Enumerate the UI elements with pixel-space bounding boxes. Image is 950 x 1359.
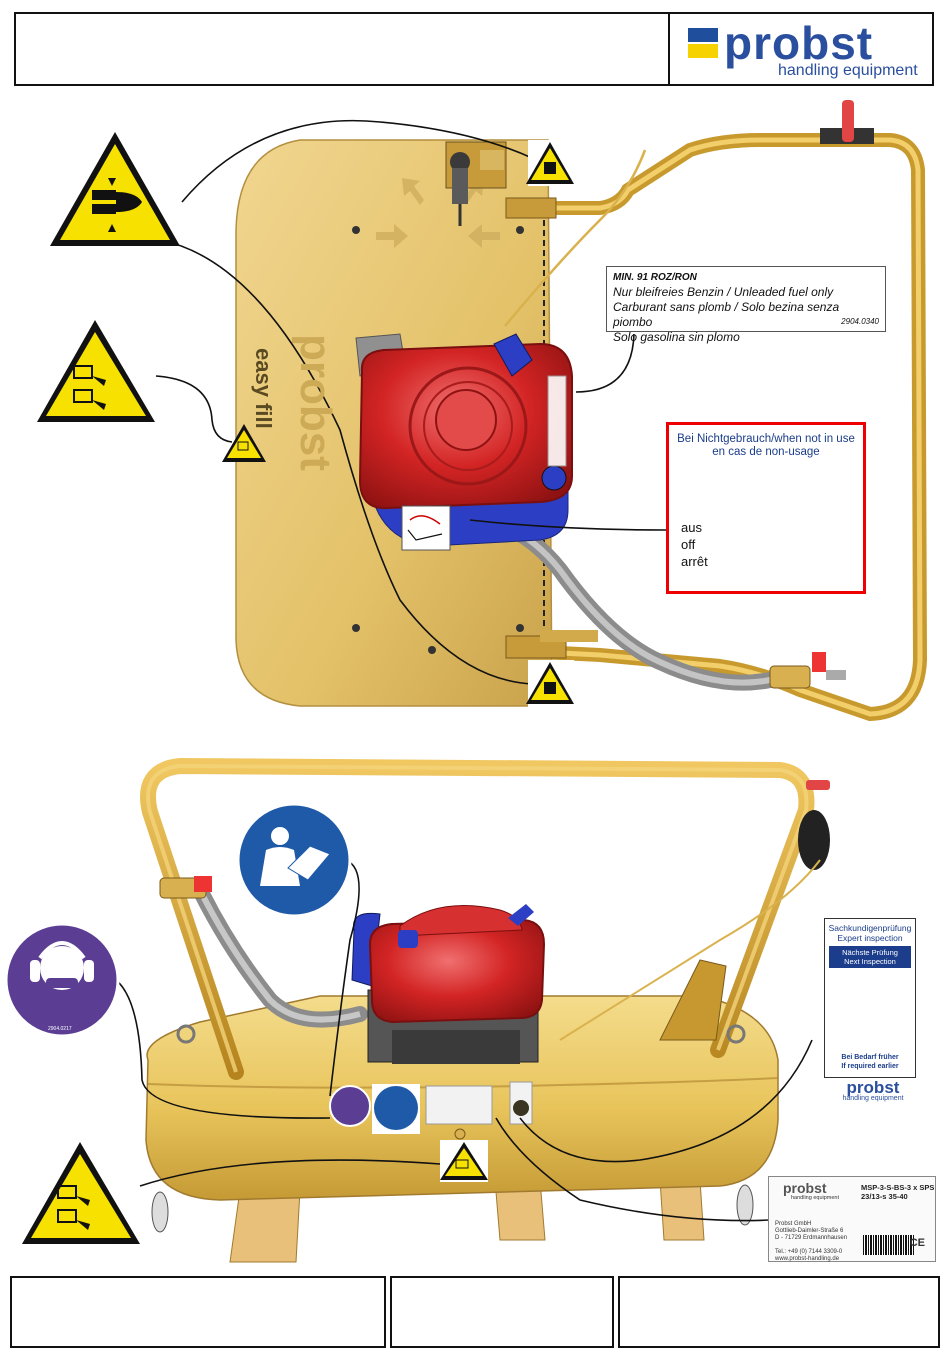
header-box: probst handling equipment — [14, 12, 934, 86]
type-plate-address: Probst GmbH Gottlieb-Daimler-Straße 6 D … — [775, 1221, 848, 1262]
footer-box-a — [10, 1276, 386, 1348]
read-manual-icon — [236, 802, 352, 918]
header-divider — [668, 14, 670, 84]
barcode — [863, 1235, 915, 1255]
perspective-view — [140, 757, 830, 1263]
type-plate-model: MSP-3-S-BS-3 x SPS 23/13-s 35-40 — [861, 1183, 935, 1201]
type-plate: probst handling equipment MSP-3-S-BS-3 x… — [768, 1176, 936, 1262]
fuel-label: MIN. 91 ROZ/RON Nur bleifreies Benzin / … — [606, 266, 886, 344]
crush-small-warning-icon — [526, 140, 574, 186]
next-inspection-bar: Nächste Prüfung Next Inspection — [829, 946, 911, 968]
non-usage-states: aus off arrêt — [681, 520, 708, 569]
logo-subtitle: handling equipment — [778, 62, 918, 79]
sign-code-bottom: 2904.0097 — [102, 1238, 126, 1244]
hand-small-warning-icon — [222, 424, 266, 462]
fuel-line-top — [504, 149, 647, 327]
handle-switch-side — [798, 780, 830, 870]
engine-side — [351, 904, 546, 1064]
valve-top — [445, 141, 507, 204]
engine-top — [355, 333, 573, 551]
technical-drawing: 2904.0097 2904.0097 — [0, 90, 950, 1270]
probst-logo: probst handling equipment — [682, 17, 932, 84]
callout-lines — [115, 119, 813, 1222]
fuel-code: 2904.0340 — [841, 317, 879, 326]
fuel-heading: MIN. 91 ROZ/RON — [613, 272, 697, 283]
fuel-tap-top — [769, 652, 846, 689]
fuel-line-1: Nur bleifreies Benzin / Unleaded fuel on… — [613, 285, 834, 299]
sign-code-top: 2904.0097 — [97, 416, 121, 422]
crush-warning-icon — [50, 132, 180, 246]
manual-sticker-icon — [374, 1086, 418, 1130]
hearing-protection-icon: 2904.0217 — [4, 922, 120, 1038]
body-stickers — [329, 1081, 533, 1140]
logo-word: probst — [724, 17, 874, 69]
non-usage-label: Bei Nichtgebrauch/when not in use en cas… — [666, 422, 866, 594]
hand-body-warning-icon — [440, 1140, 488, 1182]
inspection-logo: probst handling equipment — [842, 1078, 904, 1102]
top-view — [235, 100, 928, 722]
hand-warning-icon: 2904.0097 — [37, 320, 155, 422]
hand-warning-bottom-icon: 2904.0097 — [22, 1142, 140, 1244]
earmuff-sticker-icon — [329, 1085, 371, 1127]
footer-box-b — [390, 1276, 614, 1348]
inspection-footnote: Bei Bedarf früher If required earlier — [841, 1054, 899, 1070]
non-usage-title: Bei Nichtgebrauch/when not in use en cas… — [677, 433, 855, 458]
fuel-line-3: Solo gasolina sin plomo — [613, 330, 740, 344]
logo-mark-icon — [688, 28, 718, 58]
footer-box-c — [618, 1276, 940, 1348]
inspection-label: Sachkundigenprüfung Expert inspection Nä… — [824, 918, 916, 1078]
handle-switch-top — [820, 100, 874, 144]
fuel-line-2: Carburant sans plomb / Solo bezina senza… — [613, 300, 840, 329]
crush-small-warning-bottom-icon — [526, 660, 574, 708]
ce-mark: CE — [909, 1237, 925, 1249]
sign-code-earmuff: 2904.0217 — [48, 1026, 72, 1032]
